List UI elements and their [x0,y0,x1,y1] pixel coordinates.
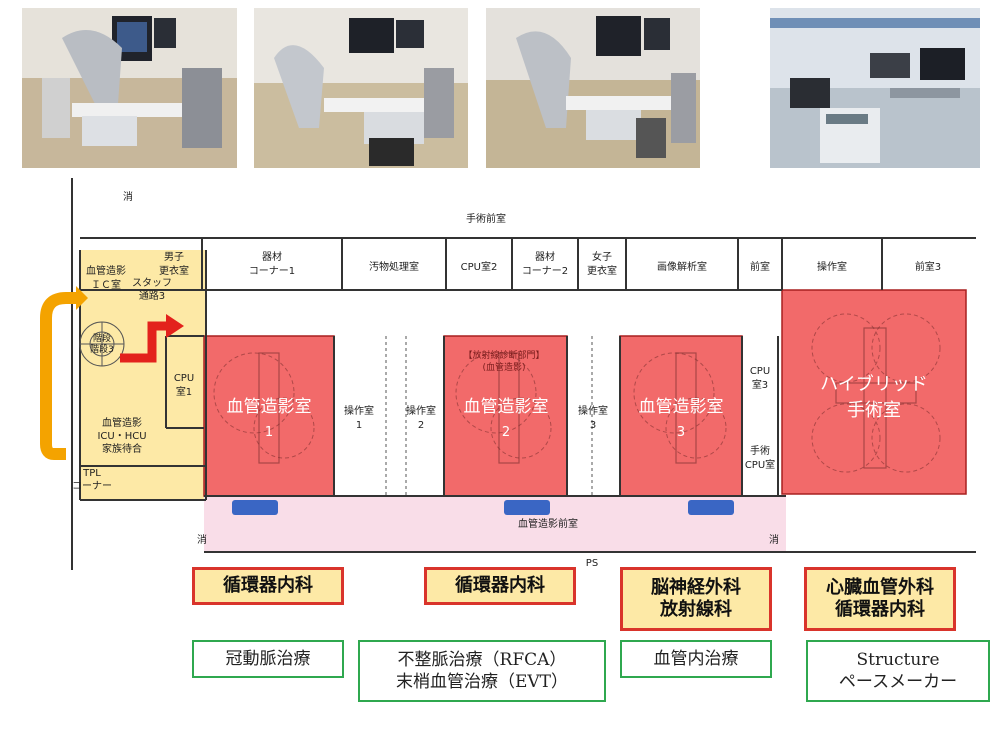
treatment-box-4-line-2: ペースメーカー [838,672,958,692]
equip2-label-1: 器材 [535,250,555,263]
dept-box-3-line-1: 脳神経外科 [651,576,741,598]
treatment-box-1: 冠動脈治療 [192,640,344,678]
male-locker-label-2: 更衣室 [159,264,189,277]
angio-room-1 [203,335,335,497]
angio2-label: 血管造影室 [464,397,549,417]
stairs-label-1: 階段 [93,332,111,344]
stairs-label-2: 階段3 [90,343,114,355]
dept-box-4-line-2: 循環器内科 [835,599,925,620]
ps-label: PS [586,558,598,569]
floor-plan: 手術前室 消 消 消 男子 更衣室 器材 コーナー1 汚物処理室 CPU室2 器… [40,178,976,570]
orange-arrow-icon [40,292,76,460]
red-arrow-icon [120,321,168,363]
cpu2-label: CPU室2 [461,260,498,273]
fire-exit-top: 消 [123,190,133,203]
family-wait-label-3: 家族待合 [102,442,142,455]
cpu1-label-1: CPU [174,373,194,384]
fire-exit-bottom-right: 消 [769,533,779,546]
surg-cpu-label-1: 手術 [750,444,770,457]
photo-hybrid-room [770,8,980,168]
treatment-box-3-line-1: 血管内治療 [653,648,739,669]
surg-cpu-label-2: CPU室 [745,458,775,471]
equip2-label-2: コーナー2 [522,265,568,277]
female-locker-label-1: 女子 [592,250,612,263]
dept-box-1-line-1: 循環器内科 [223,574,313,596]
family-wait-label-2: ICU・HCU [97,431,146,442]
marker-2 [504,500,550,515]
fire-exit-bottom-left: 消 [197,533,207,546]
front-room-label: 前室 [750,260,770,273]
angio-room-3 [619,335,743,497]
toilet-label-1: TPL [82,468,101,479]
angio1-label: 血管造影室 [227,397,312,417]
male-locker-label-1: 男子 [164,251,184,263]
control-room-label: 操作室 [817,260,847,273]
equip1-label-1: 器材 [262,250,282,263]
toilet-label-2: コーナー [72,480,112,492]
ic-room-label-1: 血管造影 [86,264,126,277]
hybrid-label-2: 手術室 [847,400,901,421]
dept-box-4-line-1: 心臓血管外科 [826,576,934,598]
dept-box-2-line-1: 循環器内科 [455,574,545,596]
treatment-box-3: 血管内治療 [620,640,772,678]
ctrl2-label-1: 操作室 [406,404,436,417]
dept-box-3-line-2: 放射線科 [660,599,732,620]
angio2-number: 2 [502,425,510,440]
angio2-sign-2: (血管造影) [482,361,525,373]
ctrl1-label-2: 1 [356,420,362,431]
staff-passage-label-2: 通路3 [139,289,165,302]
ctrl1-label-1: 操作室 [344,404,374,417]
photo-angio-room-2 [254,8,468,168]
angio3-number: 3 [677,425,685,440]
ctrl2-label-2: 2 [418,420,424,431]
family-wait-label-1: 血管造影 [102,416,142,429]
ctrl3-label-2: 3 [590,420,596,431]
family-area [80,250,206,500]
dept-box-1: 循環器内科 [192,567,344,605]
dept-box-2: 循環器内科 [424,567,576,605]
treatment-box-2: 不整脈治療（RFCA） 末梢血管治療（EVT） [358,640,606,702]
staff-passage-label-1: スタッフ [132,277,172,289]
angio1-number: 1 [265,425,273,440]
dirty-room-label: 汚物処理室 [369,260,419,273]
treatment-box-4: Structure ペースメーカー [806,640,990,702]
lobby-label: 血管造影前室 [518,517,578,530]
angio3-label: 血管造影室 [639,397,724,417]
cpu3-label-2: 室3 [752,378,768,391]
image-room-label: 画像解析室 [657,260,707,273]
photo-angio-room-1 [22,8,237,168]
treatment-box-2-line-1: 不整脈治療（RFCA） [397,649,567,670]
photo-angio-room-3 [486,8,700,168]
marker-3 [688,500,734,515]
dept-box-3: 脳神経外科 放射線科 [620,567,772,631]
cpu1-label-2: 室1 [176,385,192,398]
hybrid-label-1: ハイブリッド [820,373,928,395]
equip1-label-2: コーナー1 [249,265,295,277]
front3-label: 前室3 [915,260,941,273]
stairs-icon [79,321,125,367]
ctrl3-label-1: 操作室 [578,404,608,417]
treatment-box-4-line-1: Structure [856,649,940,670]
treatment-box-2-line-2: 末梢血管治療（EVT） [395,672,569,692]
dept-box-4: 心臓血管外科 循環器内科 [804,567,956,631]
treatment-box-1-line-1: 冠動脈治療 [225,648,311,669]
hybrid-room [781,289,967,495]
ic-room-label-2: ＩＣ室 [91,278,121,291]
angio2-sign-1: 【放射線診断部門】 [463,349,544,361]
marker-1 [232,500,278,515]
cpu3-label-1: CPU [750,366,770,377]
corridor-top-label: 手術前室 [466,212,506,225]
female-locker-label-2: 更衣室 [587,264,617,277]
